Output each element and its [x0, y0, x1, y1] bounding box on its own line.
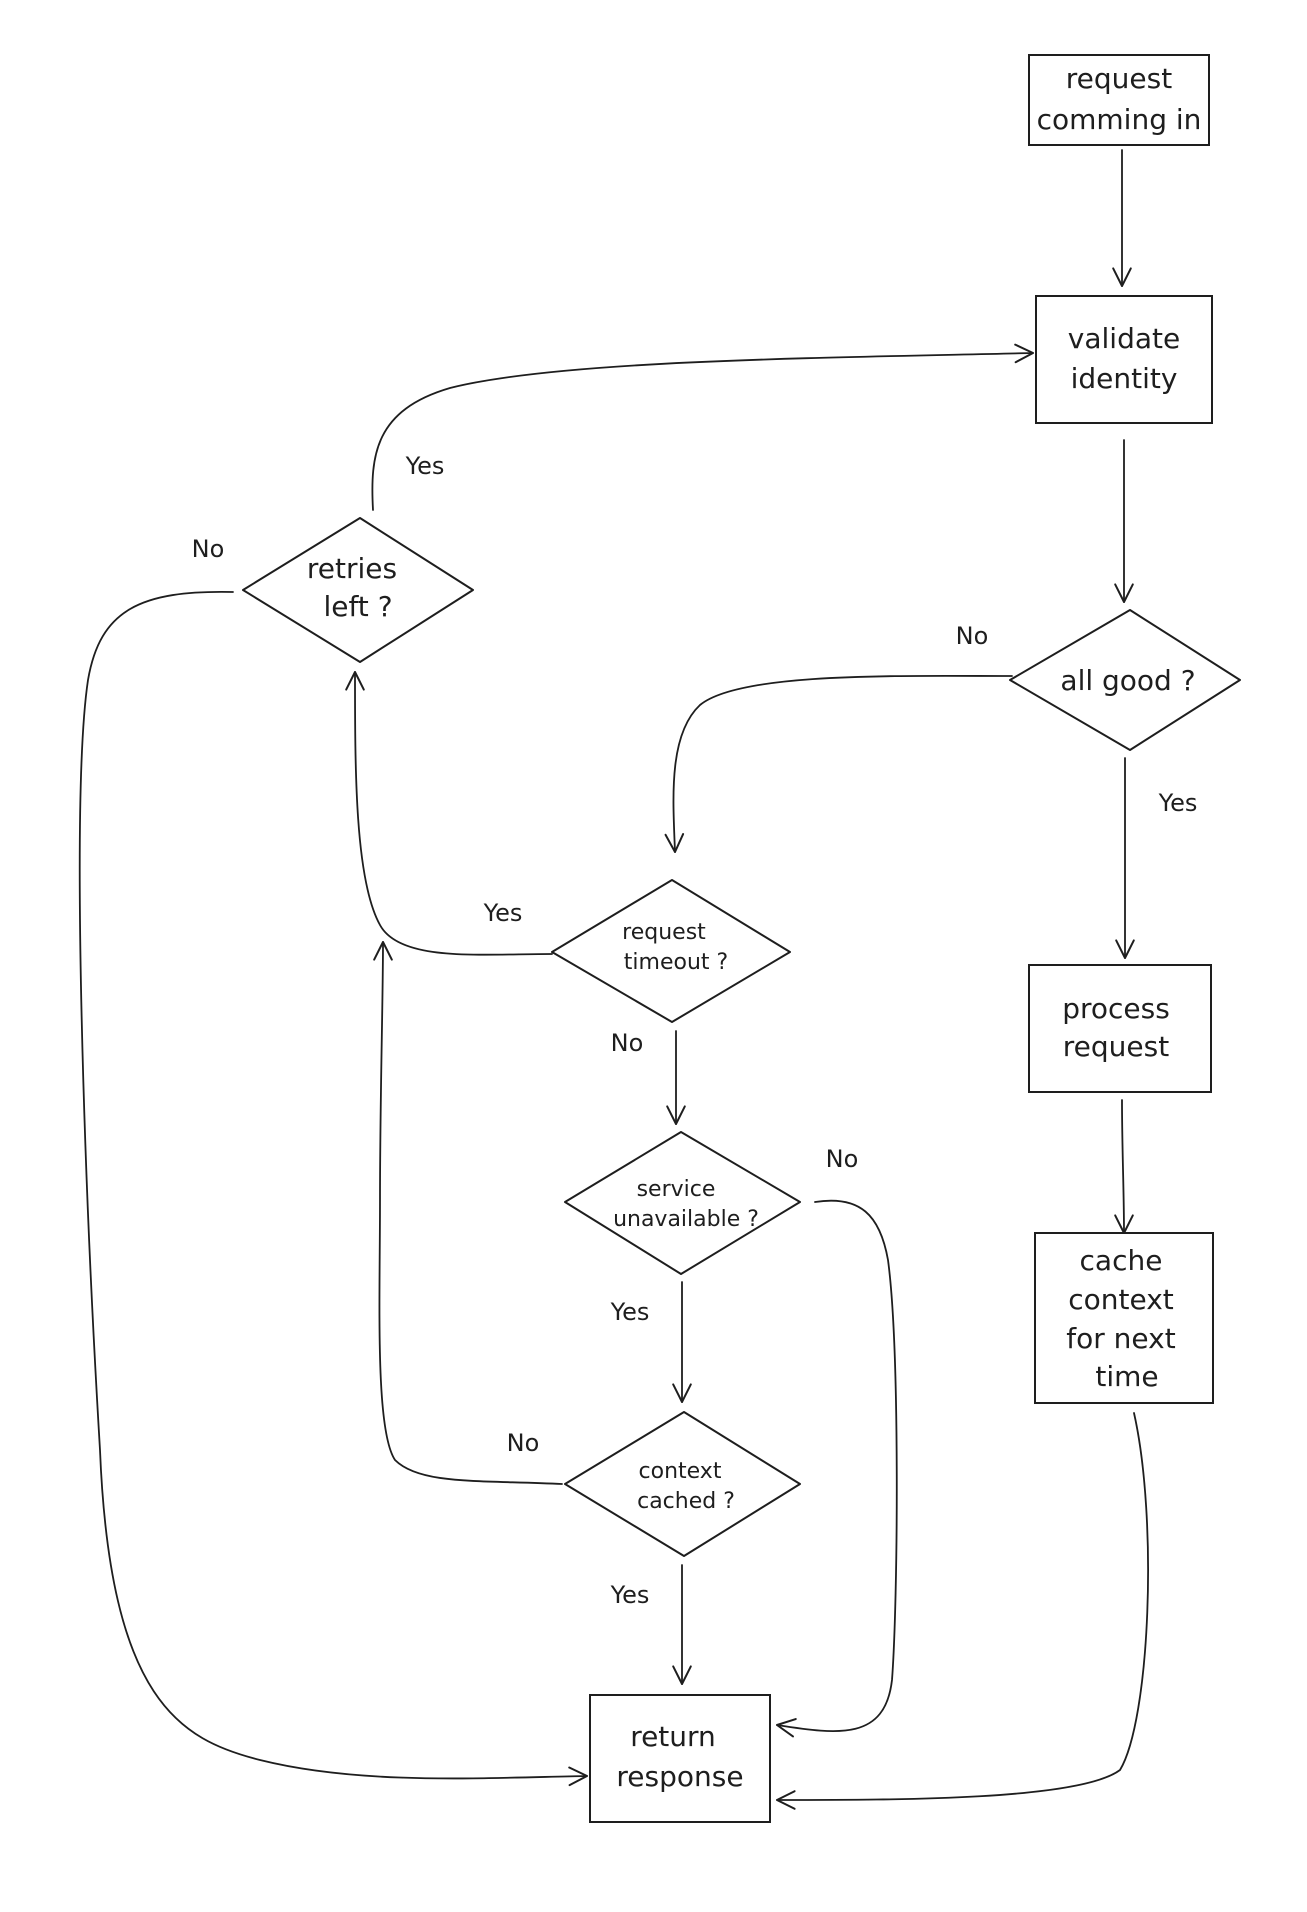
- label-unavailable-yes: Yes: [610, 1298, 650, 1326]
- label-retries-no: No: [192, 535, 225, 563]
- node-retries-left: retries left ?: [242, 517, 474, 663]
- node-service-unavailable-line-1: service: [637, 1177, 716, 1202]
- node-service-unavailable-line-2: unavailable ?: [613, 1207, 759, 1232]
- node-process-request: process request: [1028, 964, 1212, 1093]
- node-context-cached-line-2: cached ?: [637, 1489, 735, 1514]
- node-validate-identity-line-1: validate: [1068, 322, 1180, 355]
- node-validate-identity-line-2: identity: [1071, 362, 1178, 395]
- node-cache-context-line-3: for next: [1066, 1322, 1175, 1355]
- node-cache-context-line-1: cache: [1080, 1244, 1163, 1277]
- label-allgood-yes: Yes: [1158, 789, 1198, 817]
- edge-unavailable-no-to-return: [776, 1199, 898, 1738]
- node-retries-left-line-2: left ?: [323, 590, 392, 623]
- edge-cache-to-return: [776, 1412, 1149, 1810]
- edge-ctxcached-no-to-retries: [373, 941, 563, 1485]
- node-retries-left-line-1: retries: [307, 552, 397, 585]
- edge-process-to-cache: [1114, 1099, 1134, 1234]
- node-process-request-line-1: process: [1062, 992, 1170, 1025]
- node-request-timeout-line-1: request: [622, 920, 706, 945]
- node-return-response-line-1: return: [630, 1720, 716, 1753]
- node-request-comming-in: request comming in: [1028, 54, 1210, 146]
- node-validate-identity: validate identity: [1035, 295, 1213, 424]
- node-all-good: all good ?: [1009, 609, 1241, 751]
- node-service-unavailable: service unavailable ?: [564, 1131, 801, 1275]
- node-request-timeout: request timeout ?: [551, 879, 791, 1023]
- label-timeout-no: No: [611, 1029, 644, 1057]
- node-context-cached: context cached ?: [564, 1411, 801, 1557]
- node-cache-context-line-4: time: [1095, 1360, 1158, 1393]
- edge-allgood-no-to-timeout: [664, 674, 1013, 853]
- node-all-good-text: all good ?: [1060, 664, 1195, 697]
- node-return-response: return response: [589, 1694, 771, 1823]
- node-request-comming-in-line-2: comming in: [1037, 103, 1202, 136]
- node-process-request-line-2: request: [1063, 1030, 1169, 1063]
- label-unavailable-no: No: [826, 1145, 859, 1173]
- edge-labels: No Yes Yes No Yes No No Yes No Yes: [192, 452, 1198, 1609]
- edge-retries-no-to-return: [78, 591, 588, 1787]
- node-request-timeout-line-2: timeout ?: [624, 950, 728, 975]
- label-allgood-no: No: [956, 622, 989, 650]
- node-request-comming-in-line-1: request: [1066, 62, 1172, 95]
- label-ctxcached-yes: Yes: [610, 1581, 650, 1609]
- label-timeout-yes: Yes: [483, 899, 523, 927]
- edge-timeout-yes-to-retries: [345, 671, 553, 956]
- node-cache-context-line-2: context: [1068, 1283, 1174, 1316]
- node-return-response-line-2: response: [616, 1760, 743, 1793]
- node-cache-context: cache context for next time: [1034, 1232, 1214, 1404]
- label-retries-yes: Yes: [405, 452, 445, 480]
- edges: [78, 149, 1149, 1810]
- edge-retries-yes-to-validate: [371, 343, 1034, 511]
- node-context-cached-line-1: context: [639, 1459, 722, 1484]
- label-ctxcached-no: No: [507, 1429, 540, 1457]
